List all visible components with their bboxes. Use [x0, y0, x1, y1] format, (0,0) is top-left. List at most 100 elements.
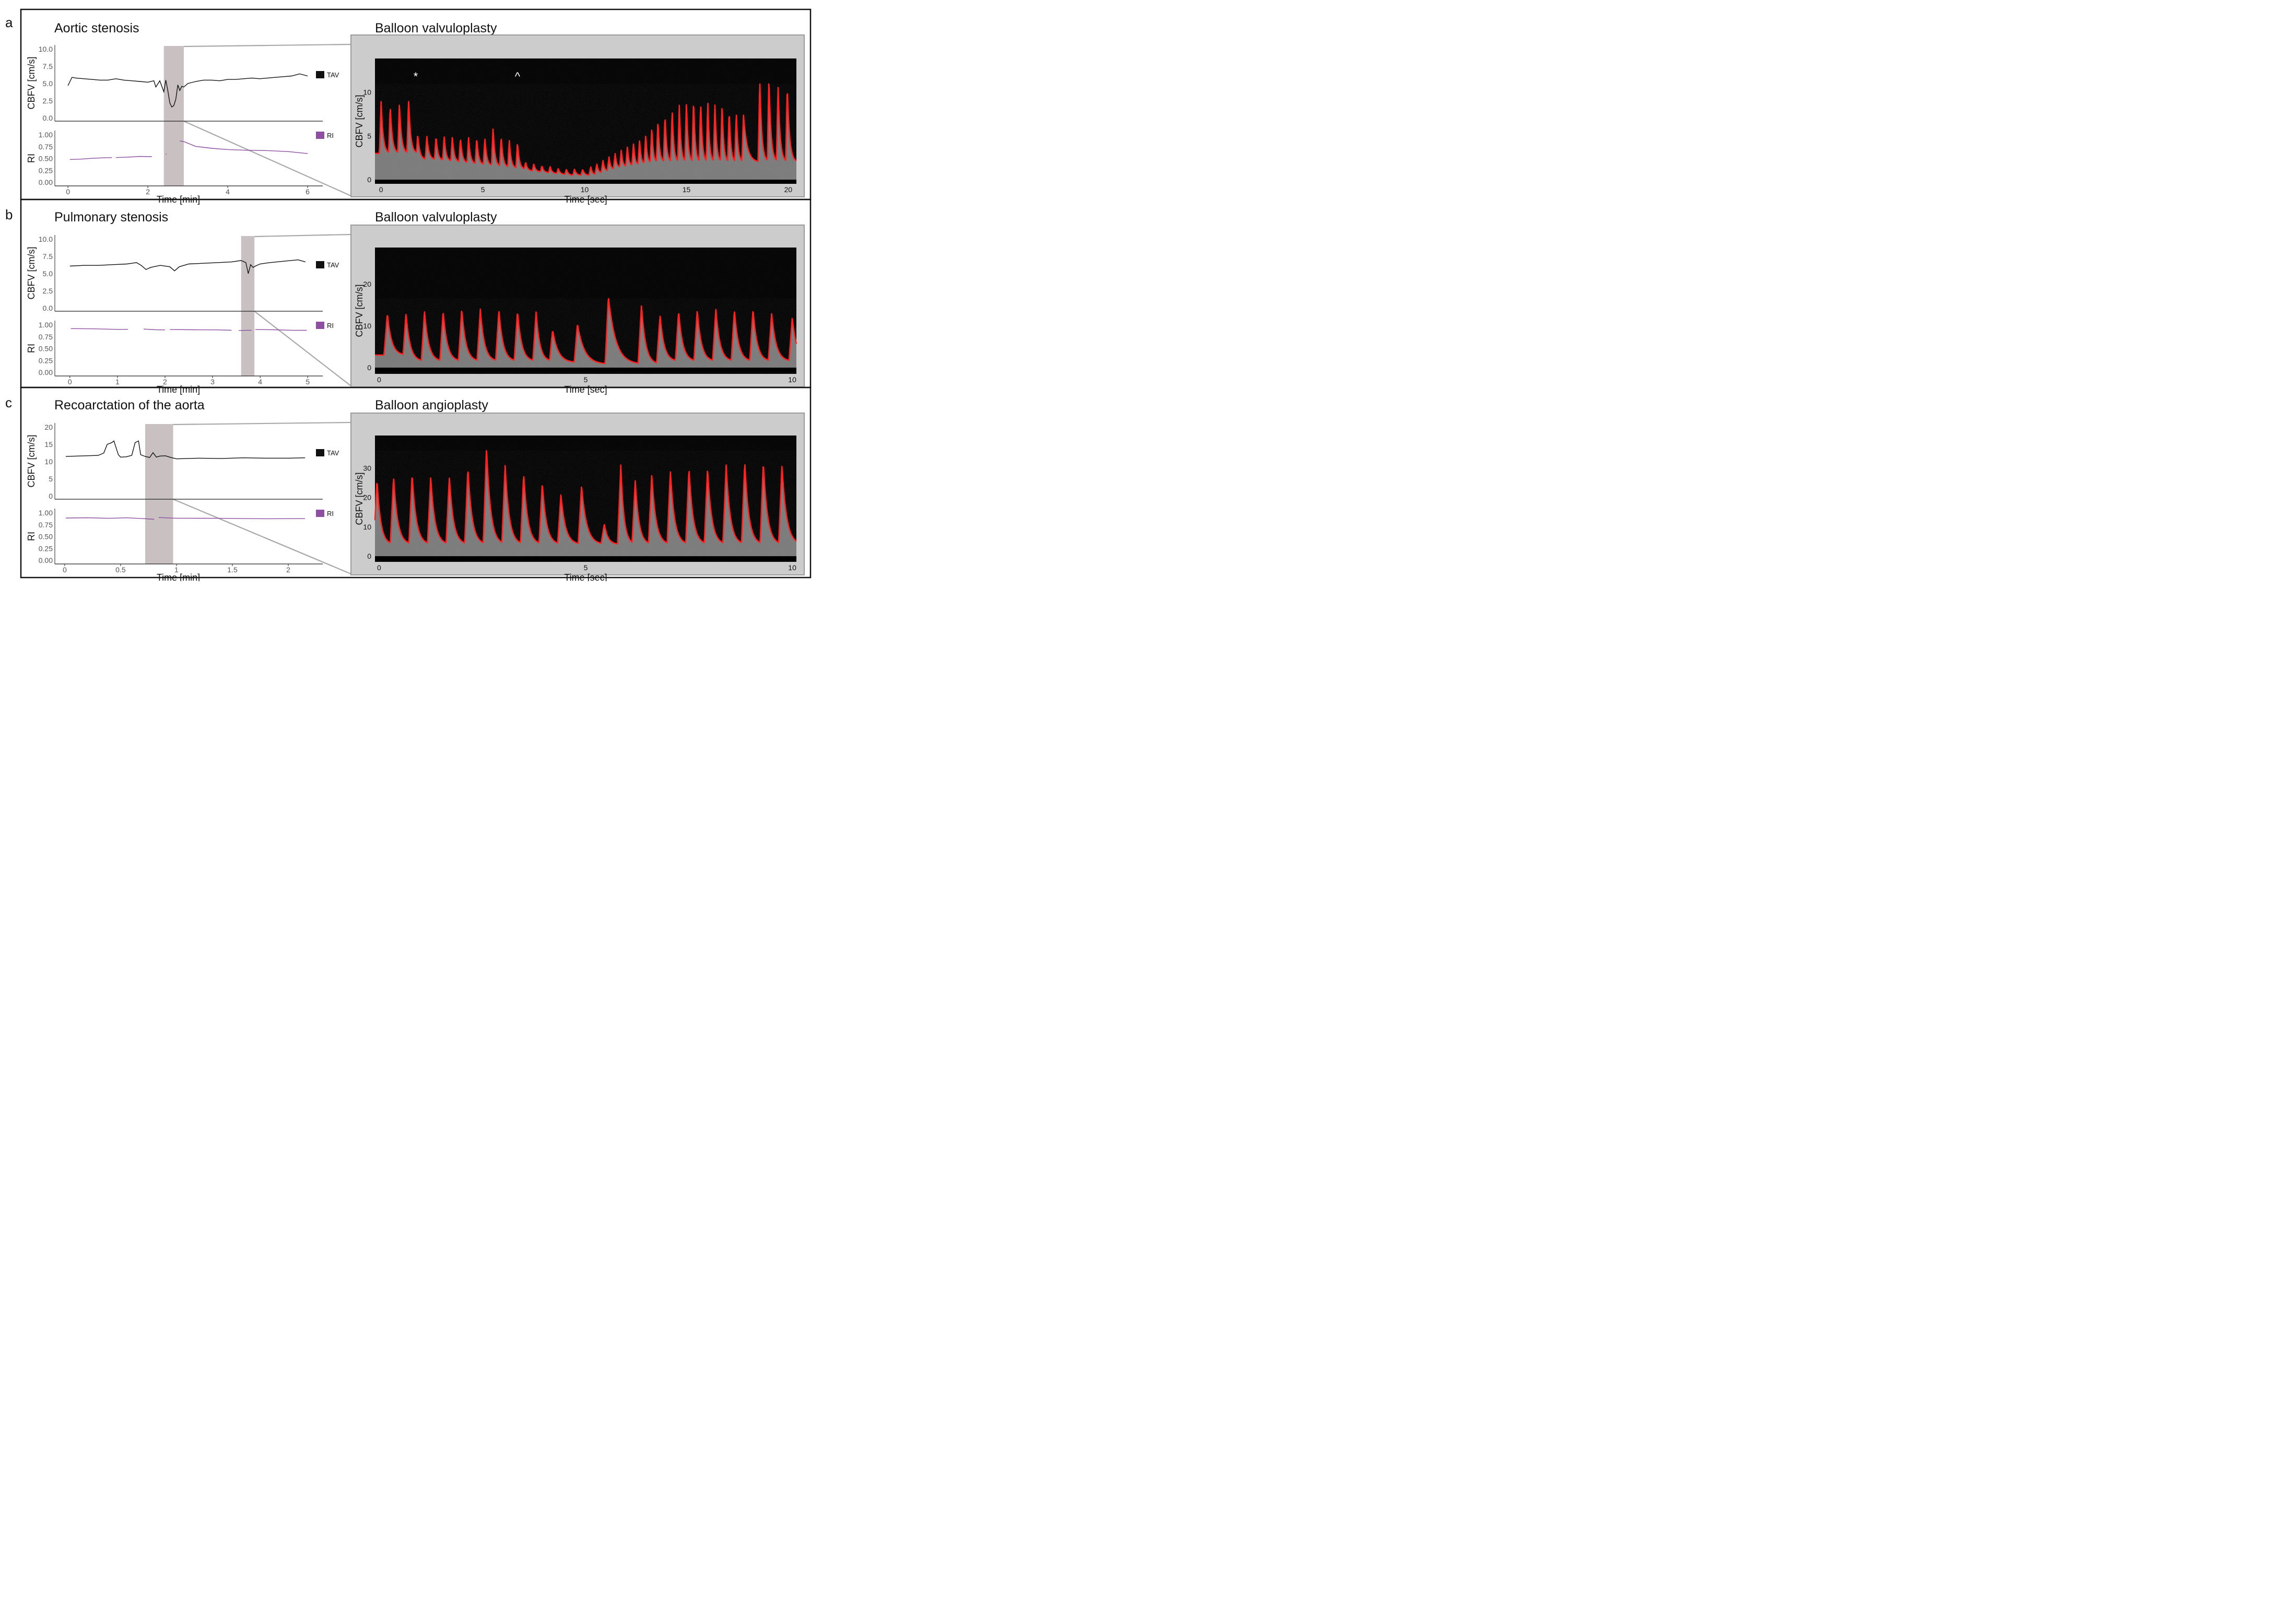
ri-line-segment: [170, 329, 232, 331]
panel-title: Aortic stenosis: [54, 21, 139, 36]
zoom-connector-bottom: [183, 120, 351, 197]
tav-line: [65, 440, 306, 460]
tav-legend-swatch: [316, 71, 324, 78]
zoom-x-tick-label: 5: [584, 375, 588, 384]
ri-line-segment: [180, 140, 308, 154]
ri-legend-swatch: [316, 510, 324, 517]
ri-line-segment: [143, 328, 166, 331]
x-tick-label: 2: [146, 187, 150, 196]
shaded-region: [241, 236, 255, 376]
x-tick-label: 1.5: [227, 566, 238, 574]
ri-y-tick-label: 0.25: [39, 544, 53, 552]
ri-line-segment: [158, 517, 306, 520]
spectrogram-annotation: ^: [515, 70, 521, 83]
x-tick-label: 2: [163, 378, 167, 386]
tav-y-axis-label: CBFV [cm/s]: [26, 56, 37, 109]
zoom-connector-bottom: [254, 311, 351, 386]
tav-y-tick-label: 20: [44, 423, 53, 431]
zoom-y-tick-label: 0: [367, 175, 371, 184]
x-tick-label: 0.5: [115, 566, 126, 574]
spectrogram-baseline: [375, 368, 796, 372]
ri-y-tick-label: 1.00: [39, 131, 53, 139]
ri-y-tick-label: 0.00: [39, 368, 53, 376]
zoom-y-tick-label: 10: [363, 322, 371, 330]
zoom-x-tick-label: 10: [788, 375, 796, 384]
ri-y-tick-label: 0.50: [39, 345, 53, 353]
zoom-connector-bottom: [173, 498, 351, 575]
zoom-connector-top: [183, 43, 351, 48]
velocity-envelope-trace: [374, 450, 797, 545]
x-tick-label: 0: [66, 187, 70, 196]
ri-y-tick-label: 0.00: [39, 556, 53, 564]
zoom-y-tick-label: 30: [363, 464, 371, 472]
ri-y-tick-label: 0.25: [39, 166, 53, 174]
zoom-y-axis-label: CBFV [cm/s]: [354, 472, 365, 525]
tav-y-tick-label: 10.0: [39, 235, 53, 243]
ri-y-tick-label: 1.00: [39, 321, 53, 329]
x-tick-label: 2: [286, 566, 290, 574]
tav-y-tick-label: 5.0: [43, 269, 53, 278]
zoom-x-tick-label: 0: [377, 563, 381, 572]
zoom-title: Balloon valvuloplasty: [375, 210, 497, 225]
shaded-region: [145, 424, 173, 564]
zoom-y-axis-label: CBFV [cm/s]: [354, 95, 365, 147]
zoom-x-tick-label: 15: [683, 185, 691, 194]
zoom-y-tick-label: 10: [363, 523, 371, 531]
x-axis-label: Time [min]: [157, 572, 200, 581]
x-tick-label: 4: [258, 378, 262, 386]
zoom-x-tick-label: 5: [584, 563, 588, 572]
ri-legend-label: RI: [327, 322, 334, 329]
spectrogram-envelope-texture: [375, 451, 796, 557]
zoom-y-tick-label: 20: [363, 493, 371, 502]
ri-y-tick-label: 0.00: [39, 178, 53, 186]
zoom-y-tick-label: 0: [367, 363, 371, 372]
tav-legend-label: TAV: [327, 71, 339, 79]
tav-y-tick-label: 2.5: [43, 287, 53, 295]
zoom-title: Balloon valvuloplasty: [375, 21, 497, 36]
zoom-x-tick-label: 0: [377, 375, 381, 384]
ri-line-segment: [166, 154, 167, 155]
ri-line-segment: [69, 157, 112, 160]
ri-y-tick-label: 0.50: [39, 533, 53, 541]
panel-title: Recoarctation of the aorta: [54, 398, 205, 413]
zoom-x-tick-label: 10: [581, 185, 589, 194]
zoom-x-axis-label: Time [sec]: [564, 572, 607, 581]
ri-line-segment: [71, 328, 128, 330]
ri-line-segment: [255, 329, 307, 331]
zoom-y-tick-label: 10: [363, 88, 371, 97]
ri-y-tick-label: 0.75: [39, 333, 53, 341]
tav-y-tick-label: 7.5: [43, 252, 53, 261]
ri-line-segment: [65, 517, 155, 520]
ri-y-axis-label: RI: [26, 154, 37, 163]
shaded-region: [163, 46, 184, 186]
x-tick-label: 1: [174, 566, 179, 574]
x-tick-label: 4: [226, 187, 230, 196]
panel-letter: c: [5, 395, 12, 410]
tav-legend-label: TAV: [327, 449, 339, 457]
spectrogram-envelope-texture: [375, 84, 796, 180]
tav-y-tick-label: 15: [44, 440, 53, 449]
x-tick-label: 6: [306, 187, 310, 196]
velocity-envelope-trace: [374, 83, 797, 176]
zoom-x-axis-label: Time [sec]: [564, 384, 607, 395]
zoom-x-tick-label: 10: [788, 563, 796, 572]
tav-y-tick-label: 5.0: [43, 79, 53, 88]
ri-y-axis-label: RI: [26, 532, 37, 541]
x-tick-label: 1: [115, 378, 120, 386]
tav-y-tick-label: 7.5: [43, 62, 53, 70]
ri-y-tick-label: 0.75: [39, 521, 53, 529]
zoom-x-tick-label: 20: [784, 185, 793, 194]
panel-frame: [20, 386, 812, 579]
tav-legend-swatch: [316, 449, 324, 456]
x-tick-label: 5: [306, 378, 310, 386]
spectrogram-baseline: [375, 556, 796, 561]
zoom-connector-top: [173, 421, 351, 426]
tav-y-tick-label: 5: [49, 475, 53, 483]
tav-legend-label: TAV: [327, 261, 339, 269]
tav-y-axis-label: CBFV [cm/s]: [26, 434, 37, 487]
tav-y-axis-label: CBFV [cm/s]: [26, 246, 37, 299]
zoom-y-axis-label: CBFV [cm/s]: [354, 284, 365, 337]
